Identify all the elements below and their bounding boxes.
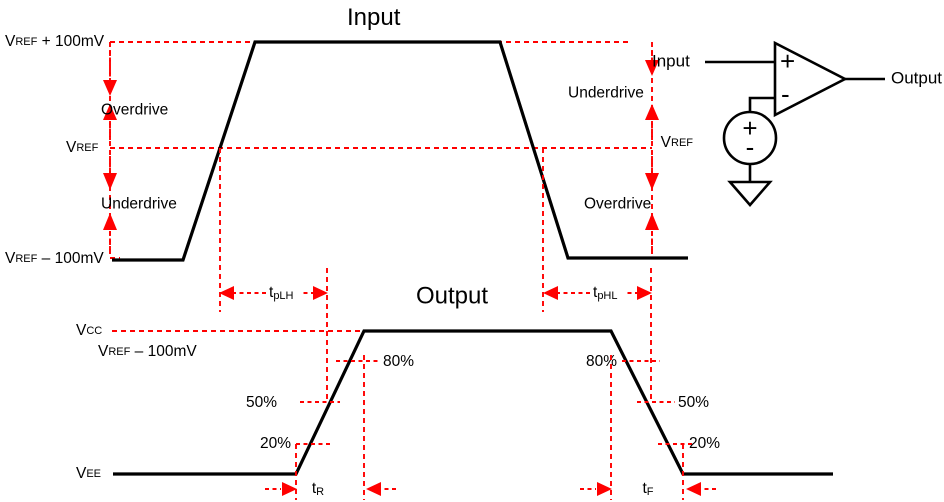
schematic-input-label: Input (652, 51, 690, 70)
rise-20-label: 20% (260, 435, 291, 452)
output-title: Output (416, 282, 488, 309)
input-trace (112, 40, 688, 262)
minus-terminal-symbol: - (781, 79, 790, 109)
label-vee: VEE (76, 465, 101, 482)
propagation-delay-group: tpLH tpHL (219, 148, 652, 400)
schematic-output-label: Output (891, 68, 942, 87)
tplh-arrow (219, 286, 328, 300)
tr-label: tR (312, 480, 324, 498)
underdrive-left-arrows (103, 156, 117, 250)
input-waveform-group: Overdrive Underdrive Underdrive Overdriv… (5, 4, 688, 267)
tf-label: tF (642, 480, 653, 498)
source-plus-symbol: + (742, 113, 757, 143)
tphl-label: tpHL (593, 284, 618, 302)
ground-icon (727, 180, 773, 207)
underdrive-right-arrows (645, 50, 659, 140)
rise-80-label: 80% (383, 353, 414, 370)
label-vref-minus-100mv: VREF – 100mV (5, 250, 104, 267)
overdrive-right-label: Overdrive (584, 195, 651, 212)
overdrive-left-arrows (103, 50, 117, 140)
tf-arrow (580, 482, 716, 496)
output-waveform-group: 80% 50% 20% 80% 50% 20% tR tF (76, 282, 833, 500)
tr-arrow (265, 482, 396, 496)
schematic-vref-label: VREF (661, 134, 694, 151)
overdrive-right-arrows (645, 156, 659, 250)
fall-80-label: 80% (586, 353, 617, 370)
underdrive-right-label: Underdrive (568, 84, 644, 101)
fall-20-label: 20% (689, 435, 720, 452)
plus-terminal-symbol: + (780, 46, 795, 76)
fall-50-label: 50% (678, 394, 709, 411)
underdrive-left-label: Underdrive (101, 195, 177, 212)
output-trace (113, 329, 833, 476)
comparator-schematic: + - + - Input Output VREF (652, 40, 942, 207)
input-title: Input (347, 4, 401, 31)
source-minus-symbol: - (746, 132, 755, 162)
label-vcc: VCC (76, 322, 102, 339)
opamp-inverting-input-wire (748, 96, 775, 112)
overdrive-left-label: Overdrive (101, 101, 168, 118)
tphl-arrow (543, 286, 652, 300)
label-vref-minus-100mv-output: VREF – 100mV (98, 343, 197, 360)
label-vref: VREF (66, 139, 99, 156)
rise-50-label: 50% (246, 394, 277, 411)
label-vref-plus-100mv: VREF + 100mV (5, 33, 105, 50)
opamp-triangle (773, 40, 848, 118)
tplh-label: tpLH (269, 284, 294, 302)
